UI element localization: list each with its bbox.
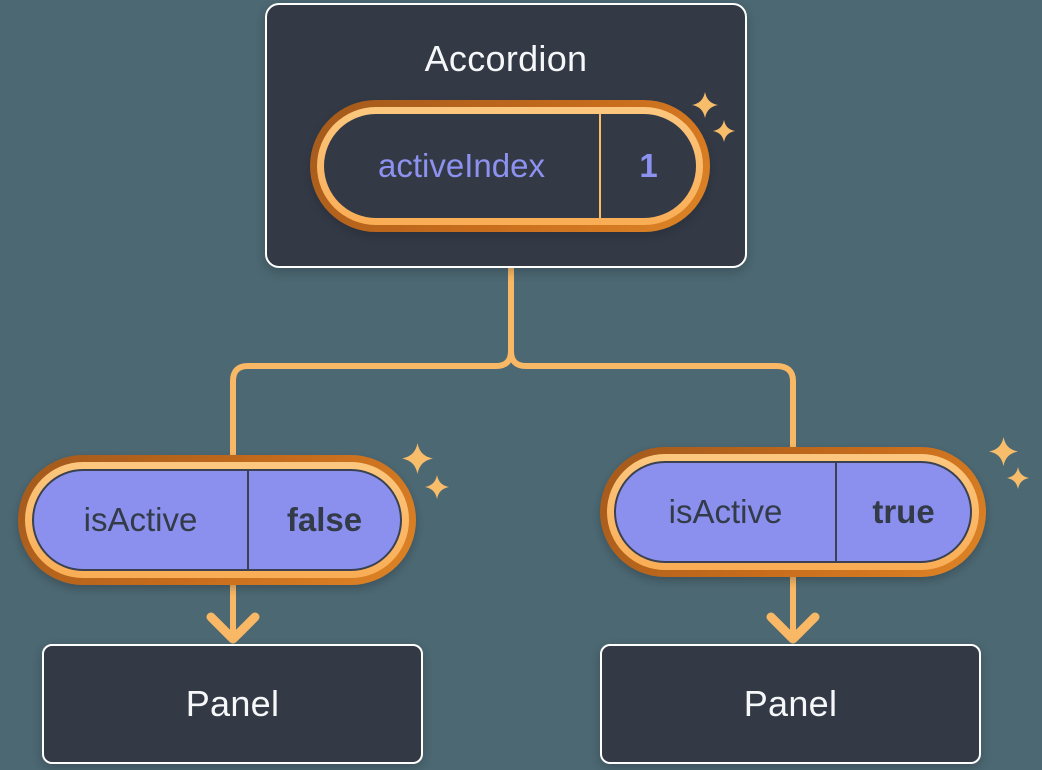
sparkles-icon xyxy=(713,120,735,142)
sparkles-icon xyxy=(692,92,718,118)
sparkles-icon xyxy=(1007,467,1029,489)
arrowhead-left-icon xyxy=(206,612,260,644)
pill-divider xyxy=(835,463,837,561)
pill-inner-ring: isActive true xyxy=(607,454,979,570)
panel-box-left: Panel xyxy=(42,644,423,764)
prop-value-label: true xyxy=(872,493,935,530)
arrowhead-right-icon xyxy=(766,612,820,644)
sparkles-icon xyxy=(402,443,433,474)
prop-pill-isactive-right: isActive true xyxy=(600,447,986,577)
state-value-label: 1 xyxy=(639,147,658,184)
connector-left-branch xyxy=(230,268,514,456)
accordion-title: Accordion xyxy=(424,38,588,79)
panel-label: Panel xyxy=(185,683,280,724)
panel-label: Panel xyxy=(743,683,838,724)
prop-name-label: isActive xyxy=(83,501,198,538)
pill-inner-ring: activeIndex 1 xyxy=(317,107,703,225)
prop-name-label: isActive xyxy=(668,493,783,530)
connector-right-branch xyxy=(508,268,796,448)
pill-outer-ring: activeIndex 1 xyxy=(310,100,710,232)
sparkles-icon xyxy=(989,437,1018,466)
pill-inner-ring: isActive false xyxy=(25,462,409,578)
pill-divider xyxy=(247,471,249,569)
pill-outer-ring: isActive false xyxy=(18,455,416,585)
prop-value-label: false xyxy=(286,501,363,538)
state-name-label: activeIndex xyxy=(378,147,545,184)
prop-pill-isactive-left: isActive false xyxy=(18,455,416,585)
sparkles-icon xyxy=(425,475,449,499)
pill-outer-ring: isActive true xyxy=(600,447,986,577)
panel-box-right: Panel xyxy=(600,644,981,764)
pill-divider xyxy=(599,114,601,218)
state-pill-activeindex: activeIndex 1 xyxy=(310,100,710,232)
